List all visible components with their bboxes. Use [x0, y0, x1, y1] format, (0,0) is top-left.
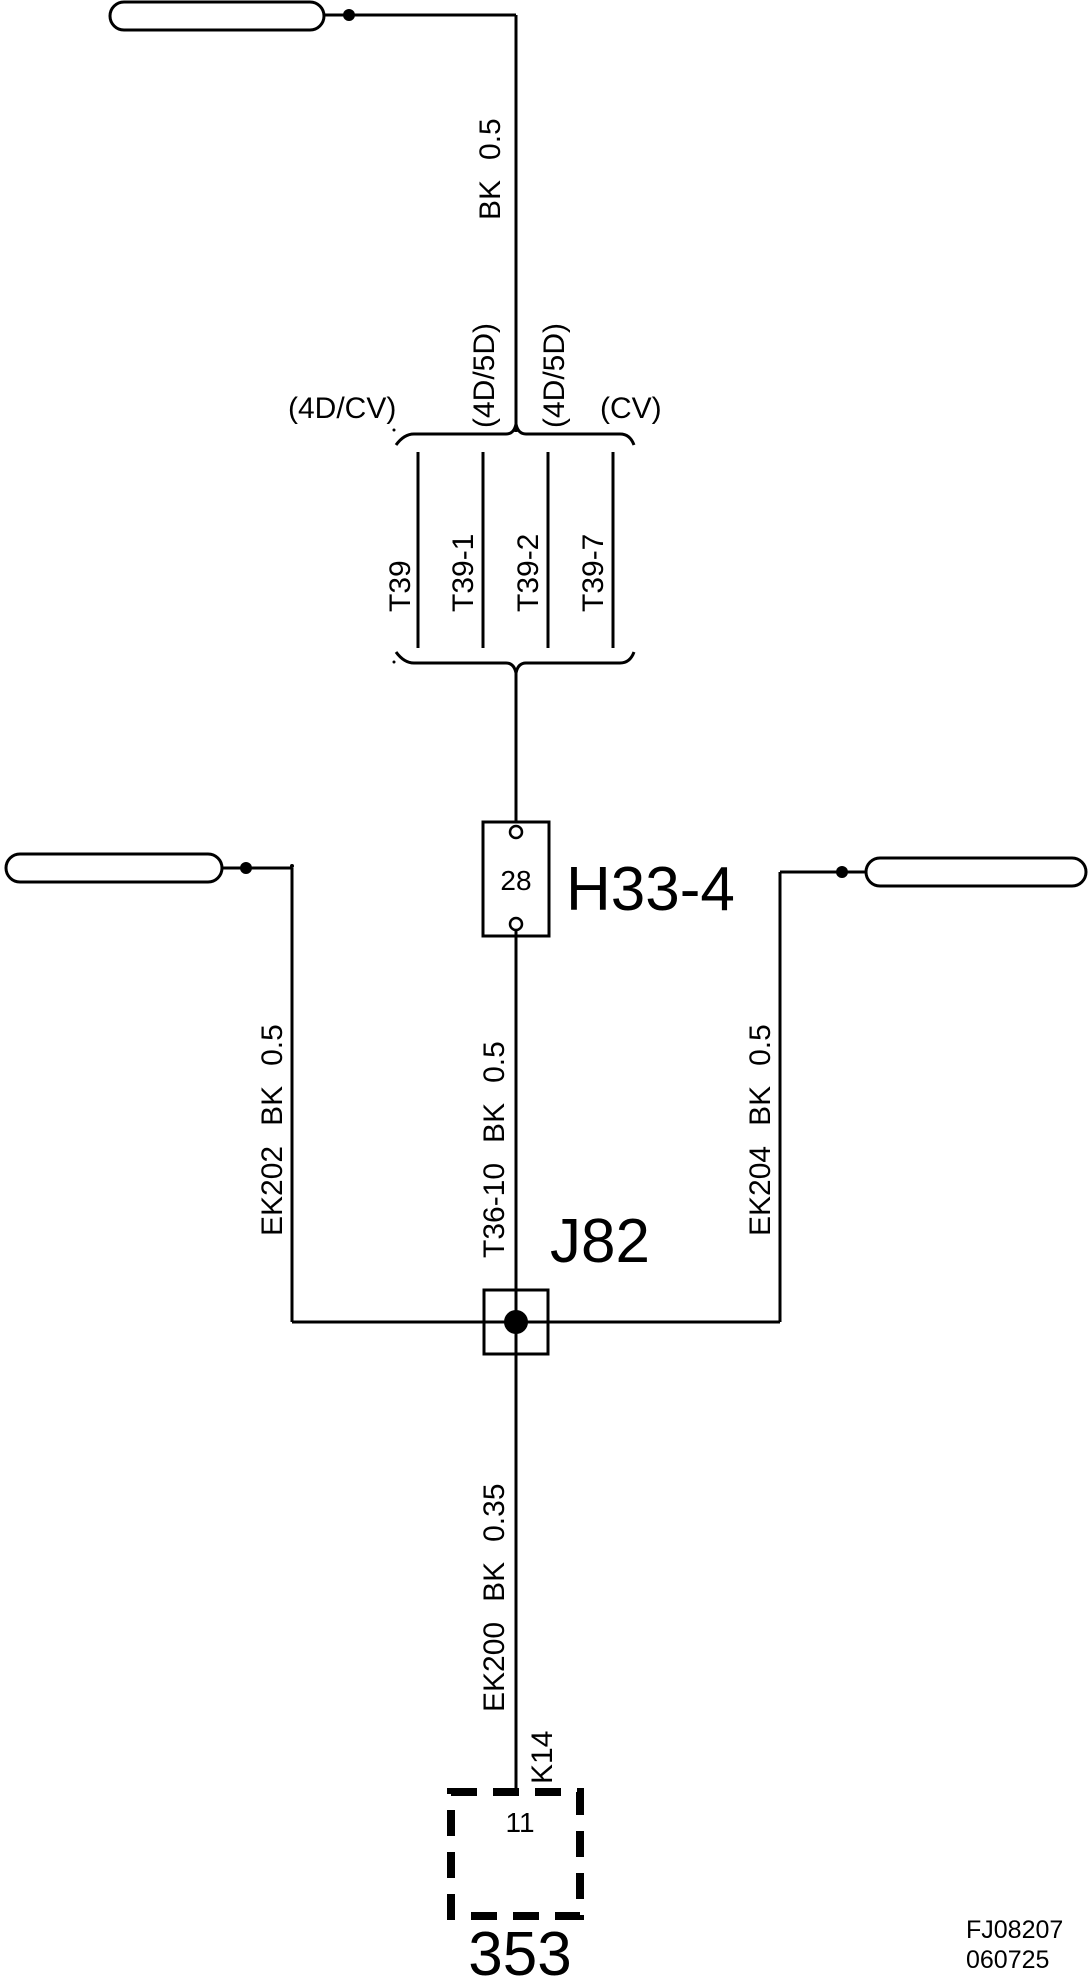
junction-j82-node: [504, 1310, 528, 1334]
splice-terminal-top: [508, 824, 524, 840]
strap-tap-left: [290, 864, 294, 868]
connector-label-t39-1: T39-1: [447, 534, 480, 612]
connector-label-t39-7: T39-7: [577, 534, 610, 612]
wire-label-ek204: EK204BK0.5: [744, 1024, 777, 1236]
brace-bottom: [394, 651, 636, 674]
diagram-ref-code: FJ08207: [966, 1916, 1063, 1944]
component-label-353: 353: [468, 1920, 571, 1980]
t39-connector-lines: [416, 452, 615, 648]
brace-dot-top: [392, 428, 396, 432]
wire-label-ek200: EK200BK0.35: [478, 1484, 511, 1713]
pin-label-k14: K14: [526, 1731, 559, 1784]
variant-label-4d5d-left: (4D/5D): [468, 323, 501, 428]
splice-label-h33-4: H33-4: [566, 855, 735, 924]
ground-strap-left: [4, 852, 484, 1324]
ground-strap-top: [108, 0, 516, 32]
wire-label-t36-10: T36-10BK0.5: [478, 1041, 511, 1258]
variant-label-4dcv: (4D/CV): [288, 392, 396, 425]
diagram-ref-date: 060725: [966, 1946, 1049, 1974]
ground-strap-right: [548, 856, 1088, 1324]
splice-terminal-bottom: [508, 916, 524, 932]
wire-label-ek202: EK202BK0.5: [256, 1024, 289, 1236]
strap-node-left: [240, 862, 252, 874]
variant-label-4d5d-right: (4D/5D): [538, 323, 571, 428]
brace-dot-bottom: [392, 660, 396, 664]
component-353-box: [447, 1788, 584, 1920]
component-pin-11: 11: [505, 1807, 534, 1838]
strap-node-top: [343, 9, 355, 21]
splice-pin-28: 28: [500, 865, 531, 896]
variant-label-cv: (CV): [600, 392, 662, 425]
connector-label-t39: T39: [384, 560, 417, 612]
brace-top: [394, 423, 636, 446]
connector-label-t39-2: T39-2: [512, 534, 545, 612]
wire-label-top: BK0.5: [474, 118, 507, 220]
strap-node-right: [836, 866, 848, 878]
junction-label-j82: J82: [550, 1207, 650, 1276]
